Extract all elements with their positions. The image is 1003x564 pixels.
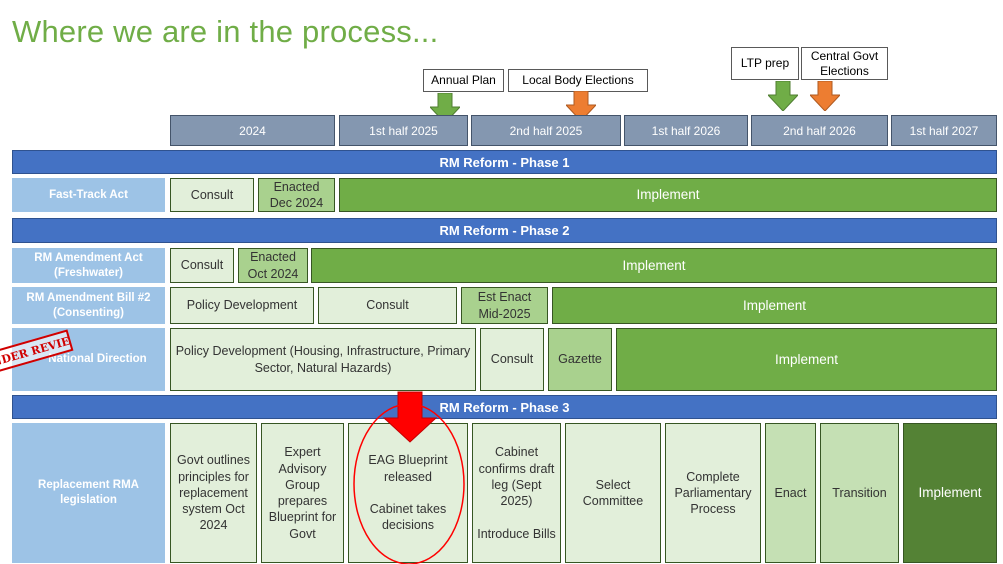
replacement-cabinet-confirms: Cabinet confirms draft leg (Sept 2025) I… (472, 423, 561, 563)
fast-track-enacted: Enacted Dec 2024 (258, 178, 335, 212)
rm-amendment-act-enacted: Enacted Oct 2024 (238, 248, 308, 283)
rm-amendment-bill-implement: Implement (552, 287, 997, 324)
replacement-implement: Implement (903, 423, 997, 563)
page-title: Where we are in the process... (12, 14, 439, 49)
rm-amendment-bill-est-enact: Est Enact Mid-2025 (461, 287, 548, 324)
national-direction-consult: Consult (480, 328, 544, 391)
rm-amendment-act-consult: Consult (170, 248, 234, 283)
replacement-enact: Enact (765, 423, 816, 563)
national-direction-implement: Implement (616, 328, 997, 391)
national-direction-gazette: Gazette (548, 328, 612, 391)
period-2024: 2024 (170, 115, 335, 146)
period-1st-half-2026: 1st half 2026 (624, 115, 748, 146)
rm-amendment-act-implement: Implement (311, 248, 997, 283)
fast-track-consult: Consult (170, 178, 254, 212)
central-govt-elections-arrow-icon (810, 81, 840, 111)
replacement-transition: Transition (820, 423, 899, 563)
period-2nd-half-2026: 2nd half 2026 (751, 115, 888, 146)
local-body-elections-arrow-icon (566, 91, 596, 121)
replacement-govt-outlines: Govt outlines principles for replacement… (170, 423, 257, 563)
rm-amendment-bill-consult: Consult (318, 287, 457, 324)
rm-amendment-bill-policy-development: Policy Development (170, 287, 314, 324)
replacement-complete-parliamentary-process: Complete Parliamentary Process (665, 423, 761, 563)
row-label-replacement-rma: Replacement RMA legislation (12, 423, 165, 563)
ltp-prep-arrow-icon (768, 81, 798, 111)
period-1st-half-2027: 1st half 2027 (891, 115, 997, 146)
period-1st-half-2025: 1st half 2025 (339, 115, 468, 146)
replacement-eag-blueprint: EAG Blueprint released Cabinet takes dec… (348, 423, 468, 563)
fast-track-implement: Implement (339, 178, 997, 212)
row-label-rm-amendment-bill-2: RM Amendment Bill #2 (Consenting) (12, 287, 165, 324)
callout-local-body-elections: Local Body Elections (508, 69, 648, 92)
phase-1-bar: RM Reform - Phase 1 (12, 150, 997, 174)
row-label-fast-track-act: Fast-Track Act (12, 178, 165, 212)
callout-central-govt-elections: Central Govt Elections (801, 47, 888, 80)
row-label-rm-amendment-act: RM Amendment Act (Freshwater) (12, 248, 165, 283)
national-direction-policy-development: Policy Development (Housing, Infrastruct… (170, 328, 476, 391)
replacement-expert-advisory-group: Expert Advisory Group prepares Blueprint… (261, 423, 344, 563)
callout-annual-plan: Annual Plan (423, 69, 504, 92)
replacement-select-committee: Select Committee (565, 423, 661, 563)
callout-ltp-prep: LTP prep (731, 47, 799, 80)
phase-2-bar: RM Reform - Phase 2 (12, 218, 997, 243)
period-2nd-half-2025: 2nd half 2025 (471, 115, 621, 146)
phase-3-bar: RM Reform - Phase 3 (12, 395, 997, 419)
